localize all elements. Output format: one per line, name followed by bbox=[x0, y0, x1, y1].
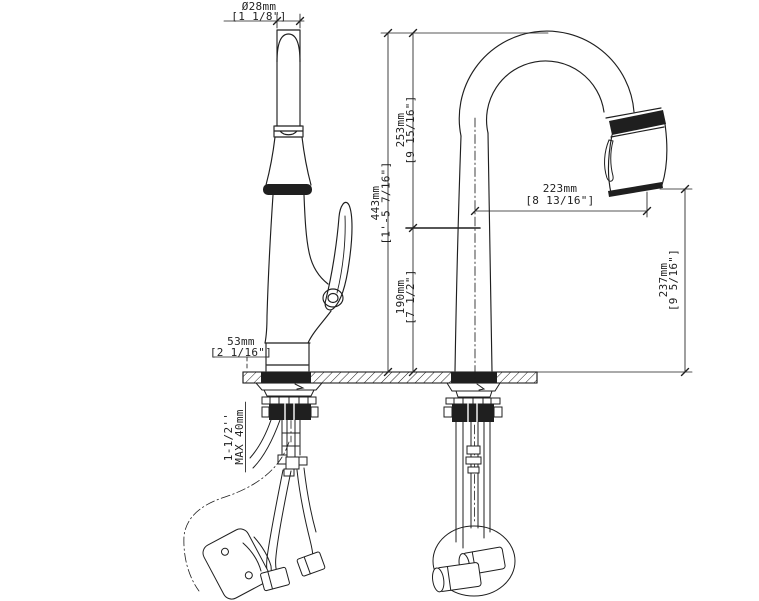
dim-deck-thickness-line1: 1-1/2'' bbox=[222, 413, 235, 461]
sprayer-cone bbox=[265, 136, 312, 186]
gooseneck-inner bbox=[485, 60, 605, 134]
sprayer-clip bbox=[604, 139, 614, 182]
dim-base-width-imperial: [2 1/16"] bbox=[210, 346, 272, 359]
side-faucet-deck-seal bbox=[451, 371, 497, 383]
dim-lower-height-imperial: [7 1/2"] bbox=[404, 269, 417, 324]
dimension-ticks bbox=[272, 16, 690, 377]
sprayer-head-face bbox=[608, 182, 663, 197]
countertop-deck bbox=[242, 371, 538, 384]
sprayer-face bbox=[263, 184, 312, 195]
dim-base-width-metric: 53mm bbox=[227, 335, 255, 348]
dimension-labels: Ø28mm [1 1/8"] 443mm [1'-5 7/16"] 253mm … bbox=[210, 0, 680, 465]
dim-reach-line bbox=[474, 191, 648, 218]
dim-spout-clearance-metric: 237mm bbox=[657, 263, 670, 298]
sprayer-connection-band bbox=[609, 110, 666, 135]
supply-hose-a bbox=[266, 469, 292, 579]
dim-tip-diameter-metric: Ø28mm bbox=[242, 0, 277, 13]
dim-overall-height-imperial: [1'-5 7/16"] bbox=[380, 161, 393, 244]
supply-shank bbox=[281, 419, 301, 463]
handle-lever bbox=[324, 201, 353, 311]
supply-hose-b bbox=[296, 467, 317, 559]
mounting-flange bbox=[254, 382, 324, 397]
faucet-side-view bbox=[454, 30, 668, 372]
lock-nut-block bbox=[269, 404, 311, 420]
dim-spout-reach-imperial: [8 13/16"] bbox=[525, 194, 594, 207]
hose-end-connector-lower bbox=[432, 562, 482, 593]
hose-weight bbox=[202, 528, 270, 600]
front-view-mounting-hardware bbox=[183, 382, 326, 600]
hose-loop-centerline bbox=[183, 441, 290, 592]
hose-connector-a bbox=[260, 566, 290, 592]
handle-pivot bbox=[322, 288, 344, 308]
riser-column bbox=[454, 132, 493, 372]
dim-lower-height-metric: 190mm bbox=[394, 280, 407, 315]
dim-overall-height-metric: 443mm bbox=[369, 186, 382, 221]
handle-pivot-inner bbox=[327, 292, 339, 304]
spout-tip-inner-arch bbox=[276, 33, 301, 63]
pulldown-hose-loop bbox=[432, 525, 516, 597]
dim-spout-clearance-imperial: [9 5/16"] bbox=[667, 249, 680, 311]
gooseneck-outer bbox=[458, 30, 635, 137]
front-faucet-deck-seal bbox=[261, 371, 311, 383]
dim-spout-reach-metric: 223mm bbox=[543, 182, 578, 195]
hose-connector-b bbox=[296, 551, 326, 577]
faucet-front-view bbox=[263, 29, 353, 372]
spout-tip-tube bbox=[276, 29, 301, 127]
sprayer-collar bbox=[273, 125, 304, 138]
sprayer-hose bbox=[249, 419, 281, 469]
lock-nut-block bbox=[452, 404, 494, 422]
hose-clamp bbox=[466, 445, 481, 455]
faucet-body bbox=[264, 194, 332, 372]
side-view-mounting-hardware bbox=[432, 382, 516, 597]
dim-deck-thickness-line2: MAX 40mm bbox=[233, 409, 246, 464]
dim-upper-height-metric: 253mm bbox=[394, 113, 407, 148]
dim-tip-diameter-imperial: [1 1/8"] bbox=[231, 10, 286, 23]
dimension-lines bbox=[213, 13, 693, 473]
mounting-flange bbox=[446, 382, 501, 398]
handle-lever-detail bbox=[336, 215, 346, 294]
spout-end-rim bbox=[605, 107, 662, 119]
shank-tubes bbox=[455, 421, 491, 549]
dim-upper-height-imperial: [9 15/16"] bbox=[404, 95, 417, 164]
dim-clearance-line bbox=[536, 188, 693, 373]
